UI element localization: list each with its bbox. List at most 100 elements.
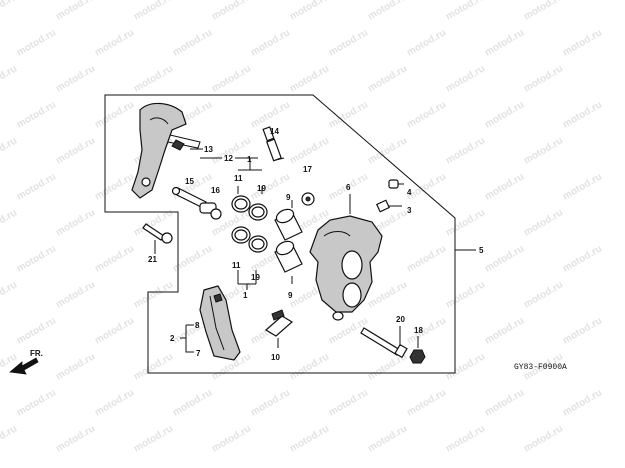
- watermark-text: motod.ru: [288, 423, 331, 454]
- seals-lower: [231, 226, 268, 253]
- watermark-text: motod.ru: [405, 243, 448, 274]
- part-20-pin: [360, 326, 408, 359]
- watermark-text: motod.ru: [93, 171, 136, 202]
- watermark-text: motod.ru: [171, 387, 214, 418]
- callout-7: 7: [196, 349, 201, 358]
- watermark-text: motod.ru: [0, 423, 19, 454]
- watermark-text: motod.ru: [249, 99, 292, 130]
- watermark-text: motod.ru: [54, 207, 97, 238]
- part-16-boot: [199, 202, 222, 220]
- watermark-text: motod.ru: [15, 387, 58, 418]
- watermark-text: motod.ru: [15, 315, 58, 346]
- watermark-text: motod.ru: [405, 171, 448, 202]
- watermark-text: motod.ru: [522, 135, 565, 166]
- watermark-text: motod.ru: [561, 171, 604, 202]
- watermark-text: motod.ru: [366, 423, 409, 454]
- watermark-text: motod.ru: [54, 351, 97, 382]
- watermark-text: motod.ru: [0, 279, 19, 310]
- part-14-pin: [262, 126, 285, 162]
- watermark-text: motod.ru: [483, 387, 526, 418]
- watermark-text: motod.ru: [0, 0, 19, 23]
- part-21-bolt: [142, 223, 173, 244]
- watermark-text: motod.ru: [522, 207, 565, 238]
- watermark-text: motod.ru: [561, 387, 604, 418]
- watermark-text: motod.ru: [210, 63, 253, 94]
- watermark-text: motod.ru: [54, 0, 97, 23]
- watermark-text: motod.ru: [483, 171, 526, 202]
- callout-1-upper: 1: [247, 155, 252, 164]
- callout-17: 17: [303, 165, 312, 174]
- callout-18: 18: [414, 326, 423, 335]
- watermark-text: motod.ru: [132, 423, 175, 454]
- callout-10: 10: [271, 353, 280, 362]
- assembly-frame: [104, 94, 456, 374]
- callout-4: 4: [407, 188, 412, 197]
- watermark-text: motod.ru: [0, 207, 19, 238]
- callout-line-1b: [237, 270, 257, 290]
- diagram-code: GY83-F0900A: [514, 363, 567, 372]
- watermark-text: motod.ru: [327, 387, 370, 418]
- watermark-text: motod.ru: [210, 423, 253, 454]
- watermark-text: motod.ru: [210, 0, 253, 23]
- callout-6: 6: [346, 183, 351, 192]
- caliper-body: [309, 215, 383, 321]
- part-17-cap: [301, 192, 315, 206]
- watermark-text: motod.ru: [54, 63, 97, 94]
- watermark-text: motod.ru: [444, 63, 487, 94]
- watermark-text: motod.ru: [288, 351, 331, 382]
- watermark-text: motod.ru: [366, 135, 409, 166]
- watermark-text: motod.ru: [405, 27, 448, 58]
- callout-21: 21: [148, 255, 157, 264]
- callout-12: 12: [224, 154, 233, 163]
- watermark-text: motod.ru: [54, 423, 97, 454]
- watermark-text: motod.ru: [93, 243, 136, 274]
- watermark-text: motod.ru: [444, 135, 487, 166]
- watermark-text: motod.ru: [132, 279, 175, 310]
- watermark-text: motod.ru: [522, 423, 565, 454]
- watermark-text: motod.ru: [15, 27, 58, 58]
- callout-8: 8: [195, 321, 200, 330]
- watermark-text: motod.ru: [366, 0, 409, 23]
- callout-2: 2: [170, 334, 175, 343]
- watermark-text: motod.ru: [405, 99, 448, 130]
- watermark-text: motod.ru: [132, 63, 175, 94]
- watermark-text: motod.ru: [249, 387, 292, 418]
- watermark-text: motod.ru: [561, 99, 604, 130]
- watermark-text: motod.ru: [132, 351, 175, 382]
- watermark-text: motod.ru: [522, 63, 565, 94]
- callout-line-1a: [237, 165, 263, 194]
- watermark-text: motod.ru: [132, 0, 175, 23]
- watermark-text: motod.ru: [483, 27, 526, 58]
- callout-11-lower: 11: [232, 261, 241, 270]
- callout-1-lower: 1: [243, 291, 248, 300]
- watermark-text: motod.ru: [522, 0, 565, 23]
- watermark-text: motod.ru: [483, 99, 526, 130]
- watermark-text: motod.ru: [15, 99, 58, 130]
- watermark-text: motod.ru: [171, 243, 214, 274]
- watermark-text: motod.ru: [171, 27, 214, 58]
- watermark-text: motod.ru: [54, 135, 97, 166]
- watermark-text: motod.ru: [444, 279, 487, 310]
- callout-16: 16: [211, 186, 220, 195]
- watermark-text: motod.ru: [93, 315, 136, 346]
- callout-15: 15: [185, 177, 194, 186]
- watermark-layer: motod.ru motod.ru motod.ru motod.ru motod.ru…: [0, 0, 604, 455]
- watermark-text: motod.ru: [15, 171, 58, 202]
- watermark-text: motod.ru: [444, 351, 487, 382]
- watermark-text: motod.ru: [288, 0, 331, 23]
- watermark-text: motod.ru: [483, 315, 526, 346]
- watermark-text: motod.ru: [93, 99, 136, 130]
- callout-line-2: [180, 324, 194, 353]
- watermark-text: motod.ru: [0, 63, 19, 94]
- watermark-text: motod.ru: [561, 315, 604, 346]
- part-10-clip: [264, 309, 294, 348]
- watermark-text: motod.ru: [405, 387, 448, 418]
- watermark-text: motod.ru: [522, 279, 565, 310]
- watermark-text: motod.ru: [249, 27, 292, 58]
- watermark-text: motod.ru: [366, 279, 409, 310]
- callout-3: 3: [407, 206, 412, 215]
- piston-upper: [274, 208, 303, 241]
- front-direction-label: FR.: [30, 349, 43, 358]
- watermark-text: motod.ru: [288, 135, 331, 166]
